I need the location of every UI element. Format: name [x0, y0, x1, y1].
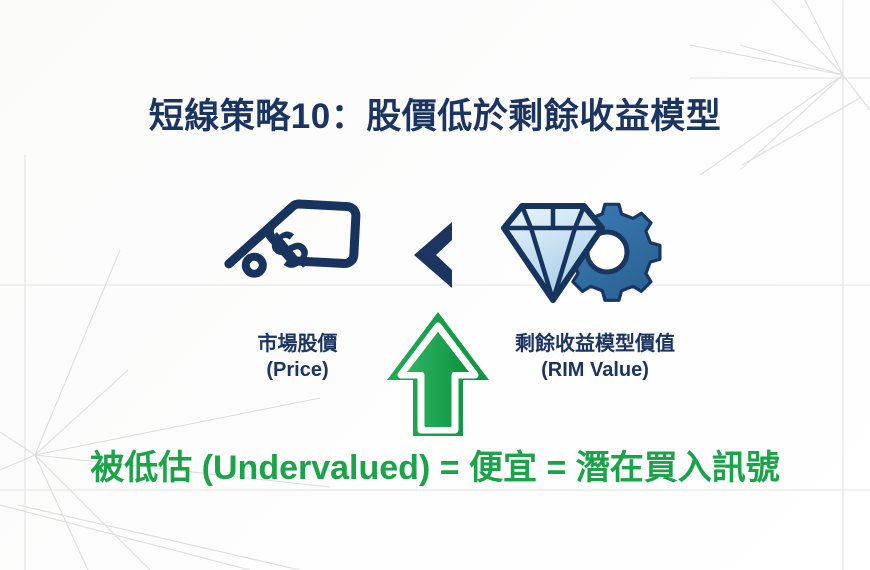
comparison-row: $: [0, 170, 870, 315]
rim-value-label: 剩餘收益模型價值 (RIM Value): [455, 332, 735, 383]
diamond-gear-icon: [492, 172, 688, 314]
slide-title: 短線策略10：股價低於剩餘收益模型: [148, 97, 722, 136]
decorative-line: [17, 504, 301, 570]
decorative-line: [771, 0, 844, 76]
decorative-line: [804, 0, 844, 76]
price-tag-dollar-icon: $: [198, 170, 398, 315]
green-up-arrow-icon: [383, 308, 493, 438]
price-label: 市場股價 (Price): [180, 332, 415, 383]
decorative-line: [739, 44, 844, 76]
less-than-sign: [392, 212, 478, 298]
rim-value-label-en: (RIM Value): [541, 358, 649, 381]
price-label-en: (Price): [266, 358, 329, 381]
decorative-line: [0, 504, 251, 570]
conclusion-text: 被低估 (Undervalued) = 便宜 = 潛在買入訊號: [90, 449, 780, 487]
decorative-line: [689, 44, 844, 76]
rim-value-label-cjk: 剩餘收益模型價值: [515, 333, 675, 355]
price-label-cjk: 市場股價: [257, 333, 338, 355]
